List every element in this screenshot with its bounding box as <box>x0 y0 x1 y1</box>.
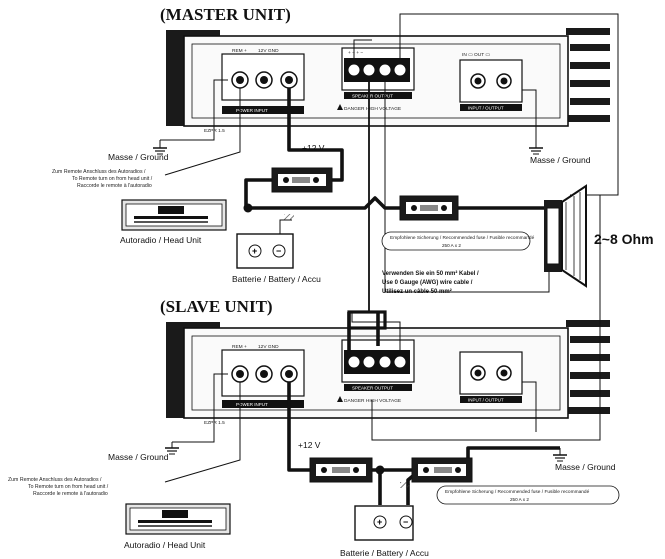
svg-text:Raccorde le remote à l'autorad: Raccorde le remote à l'autoradio <box>33 491 108 497</box>
head-unit-slave: Autoradio / Head Unit <box>124 503 231 550</box>
svg-text:Zum Remote Anschluss des Autor: Zum Remote Anschluss des Autoradios / <box>8 477 102 483</box>
master-speaker-terminal: + − + − <box>341 47 415 91</box>
svg-text:Masse / Ground: Masse / Ground <box>108 152 169 162</box>
ground-slave-right: Masse / Ground <box>553 448 616 472</box>
slave-power-terminal: REM + 12V GND <box>221 344 305 397</box>
svg-text:REM +: REM + <box>232 344 247 350</box>
svg-text:Use 0 Gauge (AWG) wire cable /: Use 0 Gauge (AWG) wire cable / <box>382 280 473 286</box>
svg-text:−: − <box>403 517 408 527</box>
svg-text:Empfohlene Sicherung / Recomme: Empfohlene Sicherung / Recommended fuse … <box>445 489 590 495</box>
svg-text:Autoradio / Head Unit: Autoradio / Head Unit <box>120 235 202 245</box>
svg-text:Raccorde le remote à l'autorad: Raccorde le remote à l'autoradio <box>77 183 152 189</box>
svg-text:INPUT / OUTPUT: INPUT / OUTPUT <box>468 106 504 111</box>
svg-text:POWER INPUT: POWER INPUT <box>236 108 268 113</box>
master-danger-label: DANGER HIGH VOLTAGE <box>344 106 401 112</box>
ground-master-left: Masse / Ground <box>108 140 169 162</box>
fuse-holder-master-b <box>399 195 459 221</box>
battery-plus-icon: + <box>252 246 257 256</box>
svg-text:Masse / Ground: Masse / Ground <box>108 452 169 462</box>
head-unit-master: Autoradio / Head Unit <box>120 199 227 245</box>
fuse-note-slave: Empfohlene Sicherung / Recommended fuse … <box>436 485 620 505</box>
svg-text:Masse / Ground: Masse / Ground <box>530 155 591 165</box>
fuse-holder-master-a <box>271 167 333 193</box>
svg-text:Batterie / Battery / Accu: Batterie / Battery / Accu <box>232 274 321 284</box>
svg-text:IN ▭ OUT ▭: IN ▭ OUT ▭ <box>462 52 490 58</box>
master-amplifier: REM + 12V GND POWER INPUT EZPR 1.5 + − +… <box>166 28 610 134</box>
svg-text:+ − + −: + − + − <box>348 51 363 56</box>
svg-text:To Remote turn on from head un: To Remote turn on from head unit / <box>28 484 109 490</box>
slave-amplifier: REM + 12V GND POWER INPUT EZPR 1.5 SPEAK… <box>166 320 610 426</box>
svg-text:Empfohlene Sicherung / Recomme: Empfohlene Sicherung / Recommended fuse … <box>390 235 535 241</box>
svg-text:Utilisez un câble 50 mm²: Utilisez un câble 50 mm² <box>382 288 452 295</box>
svg-text:Batterie / Battery / Accu: Batterie / Battery / Accu <box>340 548 429 558</box>
svg-text:Autoradio / Head Unit: Autoradio / Head Unit <box>124 540 206 550</box>
gauge-note: Verwenden Sie ein 50 mm² Kabel / Use 0 G… <box>382 270 479 295</box>
slave-unit-heading: (SLAVE UNIT) <box>160 297 273 316</box>
battery-slave: + − Batterie / Battery / Accu <box>340 482 429 558</box>
svg-text:250 A x 2: 250 A x 2 <box>510 497 529 502</box>
plus12-label-master: +12 V <box>302 143 325 153</box>
svg-text:12V GND: 12V GND <box>258 344 279 350</box>
ground-slave-left: Masse / Ground <box>108 442 179 462</box>
fuse-holder-slave-a <box>309 457 373 483</box>
slave-speaker-terminal <box>341 339 415 383</box>
svg-text:INPUT / OUTPUT: INPUT / OUTPUT <box>468 398 504 403</box>
remote-note-master: Zum Remote Anschluss des Autoradios / To… <box>52 169 153 189</box>
remote-note-slave: Zum Remote Anschluss des Autoradios / To… <box>8 477 109 497</box>
svg-text:SPEAKER OUTPUT: SPEAKER OUTPUT <box>352 94 393 99</box>
svg-text:12V GND: 12V GND <box>258 48 279 54</box>
svg-text:POWER INPUT: POWER INPUT <box>236 402 268 407</box>
slave-danger-label: DANGER HIGH VOLTAGE <box>344 398 401 404</box>
svg-text:Verwenden Sie ein 50 mm² Kabel: Verwenden Sie ein 50 mm² Kabel / <box>382 270 479 277</box>
master-unit-heading: (MASTER UNIT) <box>160 5 291 24</box>
master-model-label: EZPR 1.5 <box>204 128 225 134</box>
speaker-icon: 2~8 Ohm <box>544 184 654 288</box>
svg-text:SPEAKER OUTPUT: SPEAKER OUTPUT <box>352 386 393 391</box>
slave-model-label: EZPR 1.5 <box>204 420 225 426</box>
svg-text:+: + <box>377 517 382 527</box>
impedance-label: 2~8 Ohm <box>594 231 654 247</box>
svg-text:250 A x 2: 250 A x 2 <box>442 243 461 248</box>
fuse-holder-slave-b <box>411 457 473 483</box>
ground-master-right: Masse / Ground <box>529 140 591 165</box>
battery-master: + − Batterie / Battery / Accu <box>232 214 321 284</box>
svg-text:Masse / Ground: Masse / Ground <box>555 462 616 472</box>
svg-text:To Remote turn on from head un: To Remote turn on from head unit / <box>72 176 153 182</box>
fuse-note-master: Empfohlene Sicherung / Recommended fuse … <box>381 231 535 251</box>
master-power-terminal: REM + 12V GND <box>221 48 305 101</box>
battery-minus-icon: − <box>276 246 281 256</box>
plus12-label-slave: +12 V <box>298 440 321 450</box>
svg-text:Zum Remote Anschluss des Autor: Zum Remote Anschluss des Autoradios / <box>52 169 146 175</box>
svg-text:REM +: REM + <box>232 48 247 54</box>
